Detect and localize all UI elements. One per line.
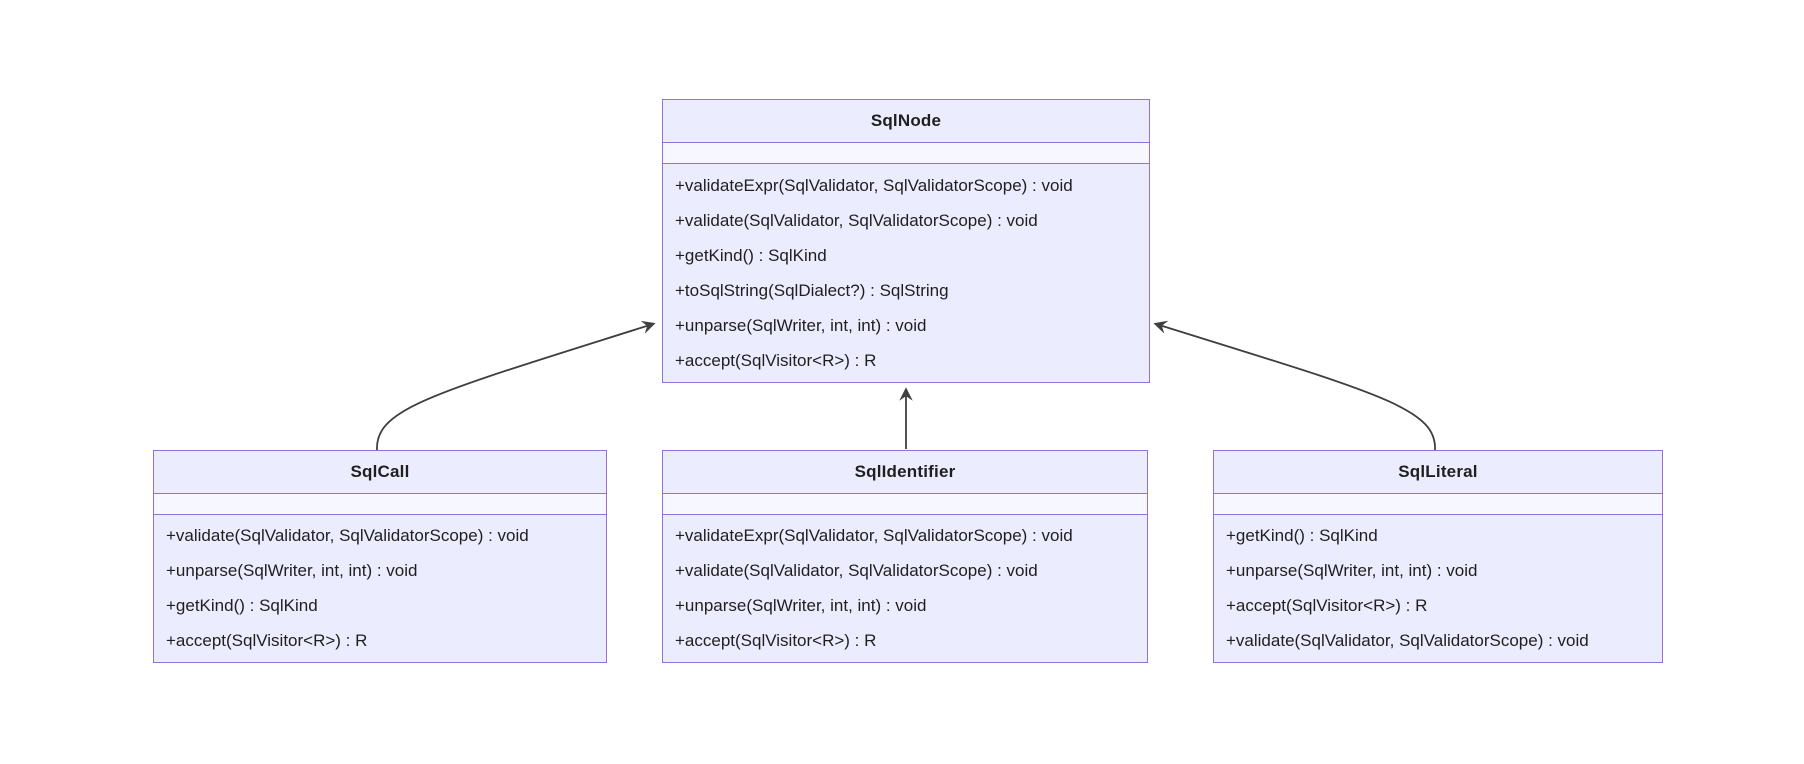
class-method: +getKind() : SqlKind <box>1226 526 1378 546</box>
class-attributes-empty <box>154 494 606 515</box>
class-method: +validate(SqlValidator, SqlValidatorScop… <box>1226 630 1589 650</box>
class-method: +unparse(SqlWriter, int, int) : void <box>675 315 927 335</box>
class-methods-list: +validate(SqlValidator, SqlValidatorScop… <box>154 515 606 662</box>
class-method: +getKind() : SqlKind <box>675 245 827 265</box>
class-methods-list: +getKind() : SqlKind +unparse(SqlWriter, … <box>1214 515 1662 662</box>
class-method: +validate(SqlValidator, SqlValidatorScop… <box>166 526 529 546</box>
class-method: +unparse(SqlWriter, int, int) : void <box>166 561 418 581</box>
class-method: +accept(SqlVisitor<R>) : R <box>1226 595 1428 615</box>
class-method: +validate(SqlValidator, SqlValidatorScop… <box>675 210 1038 230</box>
class-methods-list: +validateExpr(SqlValidator, SqlValidator… <box>663 164 1149 382</box>
class-attributes-empty <box>663 494 1147 515</box>
class-attributes-empty <box>663 143 1149 164</box>
class-title: SqlIdentifier <box>663 451 1147 494</box>
class-method: +unparse(SqlWriter, int, int) : void <box>675 595 927 615</box>
inheritance-arrow-sqlliteral-to-sqlnode <box>1153 320 1436 451</box>
class-method: +unparse(SqlWriter, int, int) : void <box>1226 561 1478 581</box>
class-method: +validateExpr(SqlValidator, SqlValidator… <box>675 175 1073 195</box>
class-title: SqlNode <box>663 100 1149 143</box>
class-box-sqlnode: SqlNode +validateExpr(SqlValidator, SqlV… <box>662 99 1150 383</box>
class-method: +accept(SqlVisitor<R>) : R <box>675 630 877 650</box>
class-title: SqlCall <box>154 451 606 494</box>
class-title: SqlLiteral <box>1214 451 1662 494</box>
class-method: +validateExpr(SqlValidator, SqlValidator… <box>675 526 1073 546</box>
class-attributes-empty <box>1214 494 1662 515</box>
inheritance-arrow-sqlcall-to-sqlnode <box>376 320 656 451</box>
class-box-sqlidentifier: SqlIdentifier +validateExpr(SqlValidator… <box>662 450 1148 663</box>
class-box-sqlcall: SqlCall +validate(SqlValidator, SqlValid… <box>153 450 607 663</box>
class-method: +toSqlString(SqlDialect?) : SqlString <box>675 280 949 300</box>
class-method: +accept(SqlVisitor<R>) : R <box>675 350 877 370</box>
class-methods-list: +validateExpr(SqlValidator, SqlValidator… <box>663 515 1147 662</box>
class-box-sqlliteral: SqlLiteral +getKind() : SqlKind +unparse(… <box>1213 450 1663 663</box>
class-method: +validate(SqlValidator, SqlValidatorScop… <box>675 561 1038 581</box>
class-method: +accept(SqlVisitor<R>) : R <box>166 630 368 650</box>
class-method: +getKind() : SqlKind <box>166 595 318 615</box>
